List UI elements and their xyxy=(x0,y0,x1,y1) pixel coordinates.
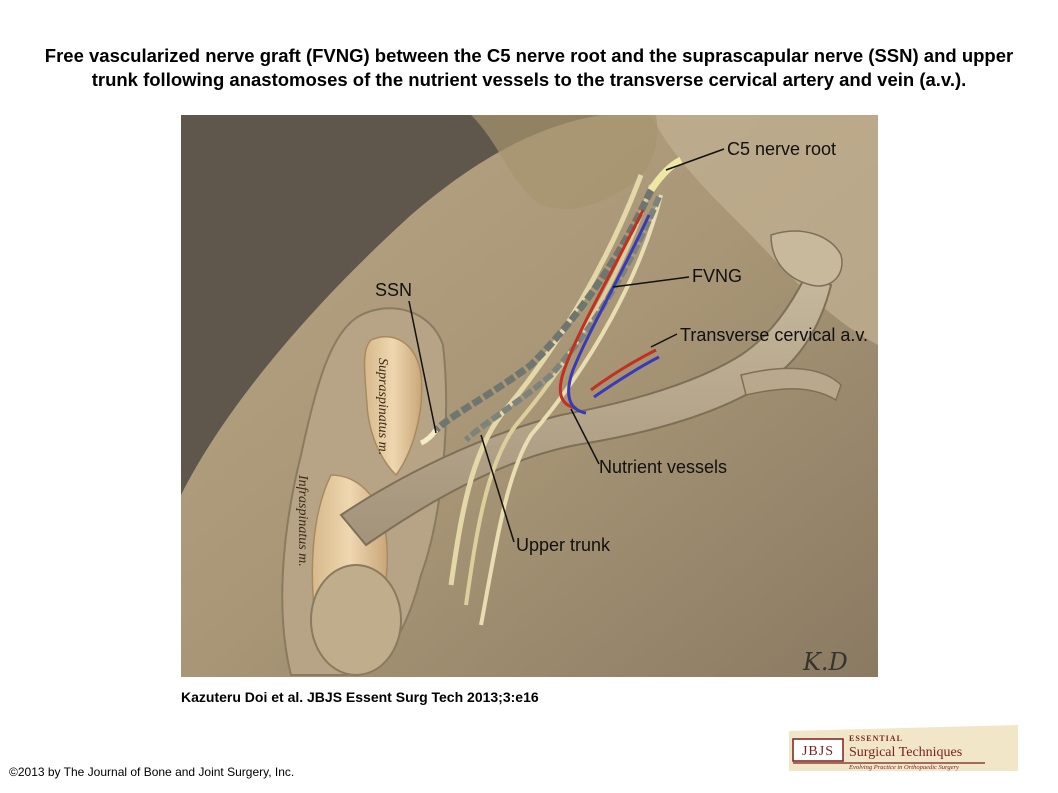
label-transverse-cervical: Transverse cervical a.v. xyxy=(680,325,868,345)
svg-text:Evolving Practice in Orthopaed: Evolving Practice in Orthopaedic Surgery xyxy=(848,764,959,771)
jbjs-est-logo: JBJS ESSENTIAL Surgical Techniques Evolv… xyxy=(789,725,1018,771)
fvng-leader-line xyxy=(612,276,690,288)
nutrient-leader-line xyxy=(570,408,600,465)
copyright-notice: ©2013 by The Journal of Bone and Joint S… xyxy=(9,765,295,779)
artist-signature: K.D xyxy=(802,648,848,676)
sternoclavicular-joint xyxy=(770,230,843,287)
supraspinatus-muscle xyxy=(363,335,423,477)
c5-nerve-root xyxy=(648,156,683,192)
clavicle xyxy=(339,273,833,547)
ssn-leader-line xyxy=(408,300,437,434)
svg-text:ESSENTIAL: ESSENTIAL xyxy=(849,734,903,743)
figure-title: Free vascularized nerve graft (FVNG) bet… xyxy=(44,45,1014,90)
fvng-graft-2 xyxy=(463,195,662,443)
svg-text:Surgical Techniques: Surgical Techniques xyxy=(849,745,962,760)
label-c5-nerve-root: C5 nerve root xyxy=(727,139,836,159)
humeral-head xyxy=(310,564,402,676)
cervical-spine xyxy=(471,115,658,209)
nutrient-artery xyxy=(558,209,645,410)
label-fvng: FVNG xyxy=(692,266,742,286)
transverse-cervical-artery xyxy=(590,348,657,392)
label-supraspinatus: Supraspinatus m. xyxy=(375,358,390,455)
upper-trunk-nerve-3 xyxy=(479,194,663,626)
ssn-nerve xyxy=(419,428,439,446)
upper-trunk-leader-line xyxy=(480,434,515,543)
citation: Kazuteru Doi et al. JBJS Essent Surg Tec… xyxy=(181,689,539,705)
label-ssn: SSN xyxy=(375,280,412,300)
label-nutrient-vessels: Nutrient vessels xyxy=(599,457,727,477)
anatomical-illustration: C5 nerve root FVNG SSN Transverse cervic… xyxy=(181,115,878,677)
label-infraspinatus: Infraspinatus m. xyxy=(295,474,310,567)
upper-trunk-nerve-2 xyxy=(464,184,653,606)
label-upper-trunk: Upper trunk xyxy=(516,535,611,555)
c5-leader-line xyxy=(665,148,725,171)
tca-leader-line xyxy=(650,333,678,348)
first-rib xyxy=(740,367,842,402)
nutrient-vein xyxy=(567,214,651,415)
fvng-graft-1 xyxy=(433,188,655,433)
svg-text:JBJS: JBJS xyxy=(802,744,834,759)
transverse-cervical-vein xyxy=(593,355,660,399)
